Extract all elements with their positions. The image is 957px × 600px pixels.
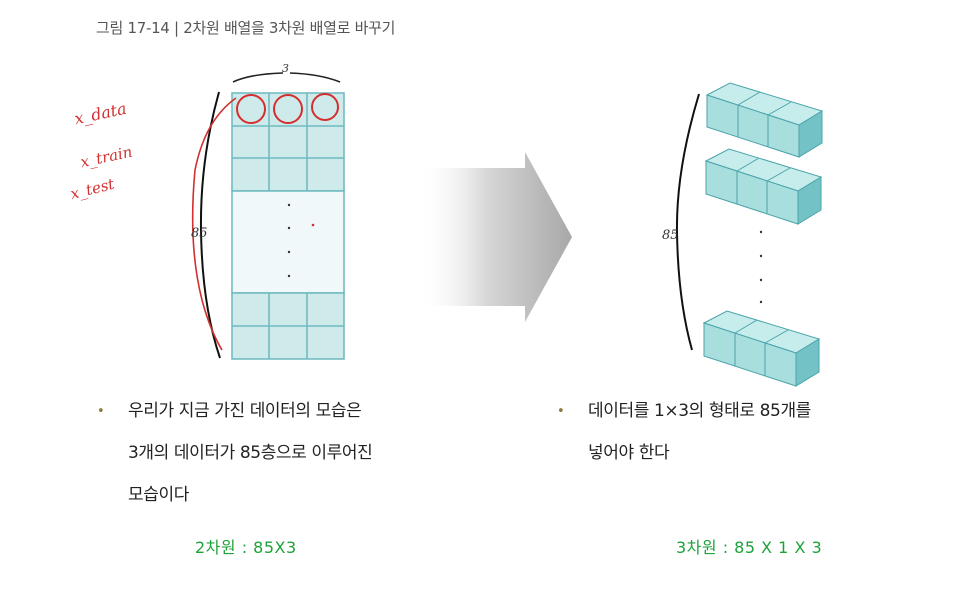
width-label: 3 [282,62,289,75]
bullet-dot-left: • [97,404,105,419]
bullet-dot-right: • [557,404,565,419]
right-description: 데이터를 1×3의 형태로 85개를 넣어야 한다 [588,390,918,474]
cube-row-last [702,310,821,387]
right-line-2: 넣어야 한다 [588,443,670,463]
left-line-3: 모습이다 [128,485,189,505]
height-label-left: 85 [191,226,208,241]
height-bracket-right [675,93,700,351]
left-description: 우리가 지금 가진 데이터의 모습은 3개의 데이터가 85층으로 이루어진 모… [128,390,458,516]
height-label-right: 85 [662,228,679,243]
height-bracket-left [199,91,221,359]
figure-caption: 그림 17-14 | 2차원 배열을 3차원 배열로 바꾸기 [96,19,396,37]
vertical-dots-right [759,230,763,304]
dim-label-2d: 2차원 : 85X3 [195,538,297,557]
left-line-1: 우리가 지금 가진 데이터의 모습은 [128,401,362,421]
vertical-dots-left [287,203,315,278]
array-2d-top-cells [231,92,345,192]
right-line-1: 데이터를 1×3의 형태로 85개를 [588,401,811,421]
cube-row-1 [705,82,824,158]
width-brace [232,72,341,83]
left-line-2: 3개의 데이터가 85층으로 이루어진 [128,443,373,463]
cube-row-2 [704,148,823,225]
array-2d-gap [231,190,345,294]
dim-label-3d: 3차원 : 85 X 1 X 3 [676,538,823,557]
array-3d [675,82,824,387]
array-2d-bottom-cells [231,292,345,360]
first-row-highlight [236,93,339,124]
annotation-bracket [191,97,237,351]
transform-arrow [418,152,572,322]
array-2d [191,72,345,360]
